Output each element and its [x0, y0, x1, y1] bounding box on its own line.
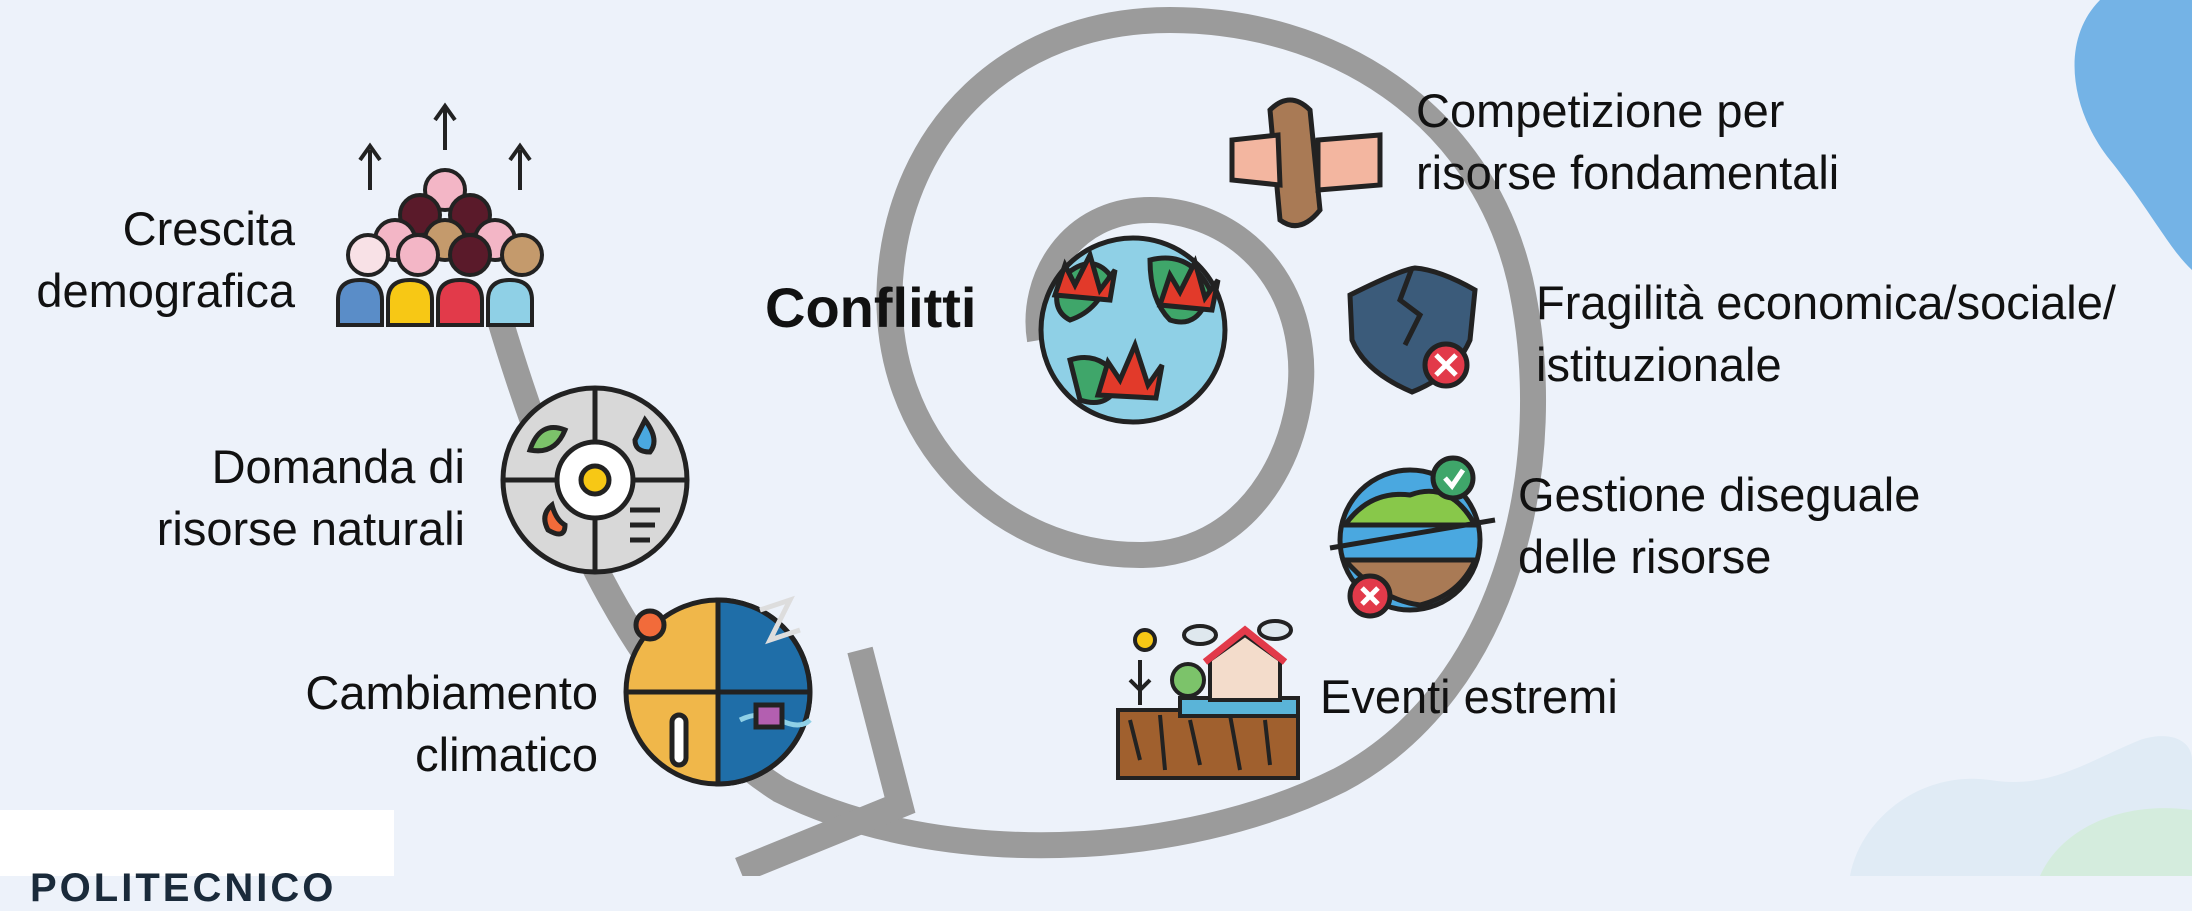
decorative-blob — [2074, 0, 2192, 270]
driver-label-line1: Cambiamento — [305, 666, 598, 719]
spiral-arrow — [487, 6, 1546, 876]
driver-label-line2: climatico — [415, 728, 598, 781]
driver-label-line1: Crescita — [122, 202, 295, 255]
driver-label-management: Gestione diseguale delle risorse — [1518, 464, 1920, 588]
broken-shield-icon — [1347, 265, 1478, 395]
driver-label-line1: Gestione diseguale — [1518, 468, 1921, 521]
center-label-text: Conflitti — [765, 276, 977, 339]
center-label: Conflitti — [765, 277, 976, 339]
driver-label-line2: istituzionale — [1536, 338, 1782, 391]
driver-label-line1: Domanda di — [211, 440, 465, 493]
driver-label-resources: Domanda di risorse naturali — [157, 436, 465, 560]
driver-label-fragility: Fragilità economica/sociale/ istituziona… — [1536, 272, 2116, 396]
driver-label-line2: demografica — [36, 264, 295, 317]
extreme-events-icon — [1116, 619, 1300, 780]
driver-label-competition: Competizione per risorse fondamentali — [1416, 80, 1839, 204]
logo-text: POLITECNICO — [30, 866, 337, 910]
driver-label-line1: Eventi estremi — [1320, 670, 1618, 723]
resource-competition-icon — [1229, 97, 1383, 229]
driver-label-line1: Competizione per — [1416, 84, 1785, 137]
driver-label-line2: risorse fondamentali — [1416, 146, 1840, 199]
driver-label-population: Crescita demografica — [36, 198, 295, 322]
spiral-diagram — [336, 0, 2192, 876]
driver-label-line2: risorse naturali — [156, 502, 465, 555]
driver-label-line2: delle risorse — [1518, 530, 1772, 583]
unequal-globe-icon — [1329, 455, 1496, 619]
driver-label-line1: Fragilità economica/sociale/ — [1536, 276, 2116, 329]
driver-label-climate: Cambiamento climatico — [305, 662, 598, 786]
climate-change-icon — [623, 595, 813, 787]
population-growth-icon — [336, 102, 544, 327]
burning-earth-icon — [1038, 235, 1228, 425]
institution-logo: POLITECNICO — [0, 810, 394, 910]
natural-resources-icon — [500, 385, 690, 575]
driver-label-extreme: Eventi estremi — [1320, 666, 1618, 728]
